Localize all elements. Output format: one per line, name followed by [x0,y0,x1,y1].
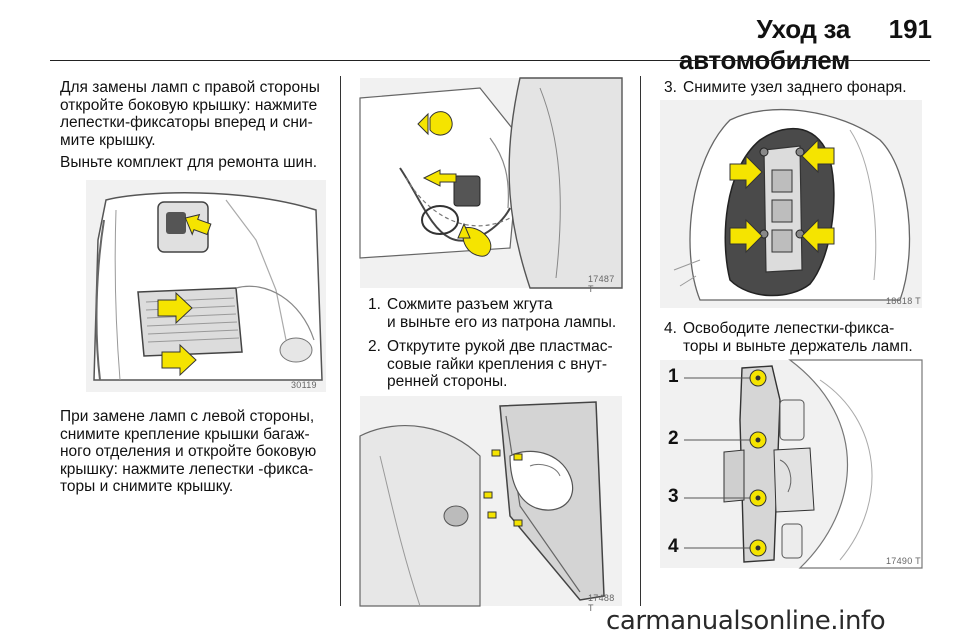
paragraph-left-side-instructions: При замене ламп с левой стороны, снимите… [60,408,328,496]
callout-1: 1 [668,366,679,387]
column-divider-left [340,76,341,606]
figure-bulb-holder: 1 2 3 4 17490 T [660,359,923,569]
figure-code: 17490 T [886,556,921,566]
watermark: carmanualsonline.info [606,606,886,636]
text-line: Сожмите разъем жгута [387,296,553,313]
step-text: Открутите рукой две пластмас- совые гайк… [387,338,613,391]
figure-trunk-side-cover: 30119 [86,180,326,392]
step-4: 4. Освободите лепестки-фикса- торы и вын… [664,320,940,356]
step-1: 1. Сожмите разъем жгута и выньте его из … [368,296,632,332]
step-number: 2. [368,338,381,355]
text-line: мите крышку. [60,131,156,149]
text-line: ного отделения и откройте боковую [60,443,317,460]
text-line: ренней стороны. [387,373,508,390]
rear-light-illustration [660,100,922,308]
column-divider-right [640,76,641,606]
text-line: снимите крепление крышки багаж- [60,425,310,443]
text-line: и выньте его из патрона лампы. [387,313,617,331]
figure-code: 17487 T [588,274,615,294]
step-number: 1. [368,296,381,313]
text-line: крышку: нажмите лепестки -фикса- [60,460,314,478]
text-line: откройте боковую крышку: нажмите [60,96,318,114]
harness-illustration [359,77,623,289]
text-line: совые гайки крепления с внут- [387,355,608,373]
text-line: Открутите рукой две пластмас- [387,338,613,355]
header-rule [50,60,930,61]
trunk-cover-illustration [86,180,326,392]
text-line: лепестки-фиксаторы вперед и сни- [60,114,313,131]
step-3: 3. Снимите узел заднего фонаря. [664,79,934,99]
figure-plastic-nuts: 17488 T [359,396,622,613]
step-2: 2. Открутите рукой две пластмас- совые г… [368,338,632,392]
step-number: 3. [664,79,677,96]
bulb-holder-illustration [660,359,923,569]
step-number: 4. [664,320,677,337]
text-line: торы и снимите крышку. [60,478,234,495]
text-line: При замене ламп с левой стороны, [60,408,315,425]
callout-4: 4 [668,536,679,557]
nuts-illustration [359,396,622,607]
text-line: торы и выньте держатель ламп. [683,337,913,355]
step-text: Снимите узел заднего фонаря. [683,79,907,96]
page-title: Уход за автомобилем [678,14,850,75]
figure-code: 30119 [291,380,317,390]
figure-code: 18618 T [886,296,921,306]
paragraph-tire-kit: Выньте комплект для ремонта шин. [60,154,318,171]
text-line: Освободите лепестки-фикса- [683,320,895,337]
text-line: Для замены ламп с правой стороны [60,79,320,96]
figure-connector-harness: 17487 T [359,77,623,294]
page-number: 191 [888,14,932,44]
callout-2: 2 [668,428,679,449]
step-text: Сожмите разъем жгута и выньте его из пат… [387,296,616,331]
paragraph-right-side-instructions: Для замены ламп с правой стороны откройт… [60,79,326,149]
figure-rear-light-unit: 18618 T [660,100,922,308]
step-text: Освободите лепестки-фикса- торы и выньте… [683,320,913,355]
callout-3: 3 [668,486,679,507]
figure-code: 17488 T [588,593,615,613]
